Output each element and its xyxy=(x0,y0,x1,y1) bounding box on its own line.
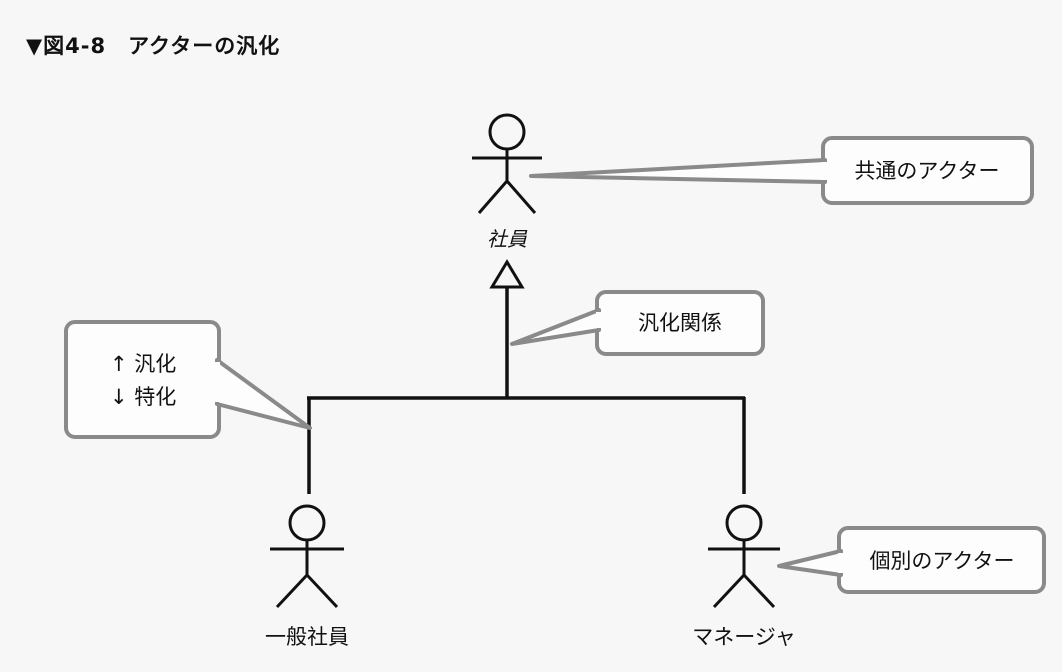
actor-parent-leg-right xyxy=(505,180,537,214)
callout-individual-actor: 個別のアクター xyxy=(777,526,1046,594)
figure-title: ▼図4-8 アクターの汎化 xyxy=(26,34,281,58)
actor-parent-head xyxy=(488,113,526,151)
callout-direction-box xyxy=(64,320,221,439)
actor-child-right xyxy=(708,504,780,609)
callout-common-actor-pointer xyxy=(529,158,827,184)
actor-child-left-leg-left xyxy=(275,573,309,609)
actor-child-left xyxy=(270,504,344,609)
actor-parent-leg-left xyxy=(477,180,509,214)
actor-child-right-leg-left xyxy=(712,573,746,609)
callout-common-actor-text: 共通のアクター xyxy=(854,159,999,183)
callout-direction-line1: ↑ 汎化 xyxy=(110,352,176,376)
actor-child-left-leg-right xyxy=(305,573,339,609)
generalization-arrowhead xyxy=(489,259,525,289)
actor-child-right-label: マネージャ xyxy=(692,625,796,649)
actor-parent xyxy=(472,113,542,214)
callout-generalization-pointer xyxy=(510,308,601,346)
actor-child-right-head xyxy=(725,504,763,542)
callout-direction-pointer xyxy=(215,358,312,430)
callout-common-actor: 共通のアクター xyxy=(529,136,1034,205)
actor-child-left-head xyxy=(288,504,326,542)
callout-direction: ↑ 汎化 ↓ 特化 xyxy=(64,320,312,439)
actor-parent-label: 社員 xyxy=(487,227,528,251)
callout-generalization: 汎化関係 xyxy=(510,290,765,356)
callout-individual-actor-text: 個別のアクター xyxy=(869,549,1014,573)
callout-individual-actor-pointer xyxy=(777,549,843,577)
actor-child-left-label: 一般社員 xyxy=(265,625,349,649)
actor-child-right-leg-right xyxy=(742,573,776,609)
callout-direction-line2: ↓ 特化 xyxy=(110,385,176,409)
callout-generalization-text: 汎化関係 xyxy=(638,311,722,335)
